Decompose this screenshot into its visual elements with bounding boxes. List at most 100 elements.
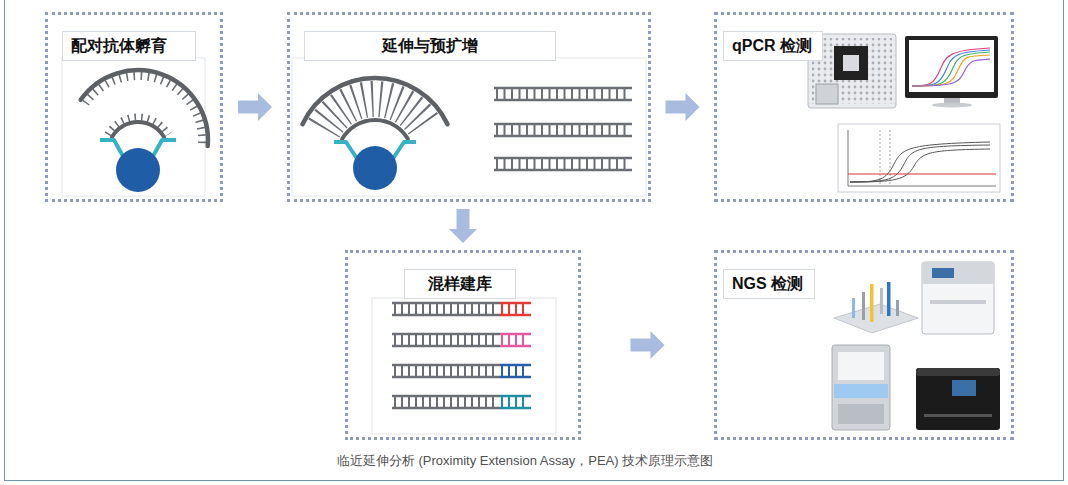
- index-barcode: [501, 396, 528, 408]
- antibody: [152, 140, 176, 158]
- oligo-strand: [81, 70, 208, 146]
- process-panel: NGS 检测: [714, 250, 1014, 440]
- dna-strand: [392, 314, 500, 317]
- process-panel: 配对抗体孵育: [45, 12, 223, 202]
- bar: [896, 300, 899, 316]
- box-heading: 配对抗体孵育: [62, 31, 196, 61]
- process-panel: 延伸与预扩增: [287, 12, 651, 202]
- dna-strand: [494, 123, 632, 126]
- index-barcode: [500, 376, 531, 379]
- dna-strand: [494, 157, 632, 160]
- sequencer-panel: [838, 352, 884, 380]
- chart-gridline: [890, 130, 891, 186]
- bar: [870, 284, 874, 322]
- sequencer-glow: [834, 384, 888, 398]
- sequencer: [832, 345, 890, 430]
- qpcr-instrument: [808, 34, 1000, 192]
- index-barcode: [500, 333, 531, 336]
- dna-strand: [392, 395, 500, 398]
- outer-frame: [5, 0, 1064, 481]
- oligo-strand: [303, 78, 448, 124]
- figure-caption: 临近延伸分析 (Proximity Extension Assay，PEA) 技…: [0, 452, 1050, 470]
- index-barcode: [500, 364, 531, 367]
- base-pairs: [394, 365, 498, 377]
- target-protein: [116, 148, 160, 192]
- inner-panel: [292, 58, 646, 196]
- base-pairs: [496, 88, 630, 100]
- flow-arrow: [238, 93, 272, 121]
- process-panel: 混样建库: [345, 250, 581, 440]
- sequencer: [922, 262, 994, 334]
- sequencer-screen: [932, 268, 954, 278]
- box-heading: 混样建库: [404, 269, 516, 299]
- indexed-libraries: [392, 303, 531, 408]
- dna-strand: [494, 87, 632, 90]
- dna-strand: [494, 169, 632, 172]
- box-heading: qPCR 检测: [723, 31, 823, 61]
- dna-strand: [392, 345, 500, 348]
- sequencer-top: [922, 262, 994, 284]
- sequencer-slot: [924, 414, 992, 417]
- box-heading: 延伸与预扩增: [304, 31, 556, 61]
- monitor-screen: [909, 40, 994, 92]
- antibody: [392, 142, 416, 160]
- dna-strand: [392, 364, 500, 367]
- box-heading: NGS 检测: [723, 269, 815, 299]
- bar-chart-base: [834, 304, 918, 333]
- chart-axis: [848, 186, 996, 187]
- instrument-window: [834, 46, 868, 80]
- amplification-curves: [912, 48, 990, 86]
- index-barcode: [500, 314, 531, 317]
- sample-plate: [816, 84, 838, 104]
- sequencer-top: [916, 368, 1000, 376]
- threshold-line: [848, 174, 996, 175]
- antibody: [100, 140, 124, 158]
- index-barcode: [500, 345, 531, 348]
- flow-arrow: [449, 209, 477, 243]
- index-barcode: [501, 365, 528, 377]
- bar: [887, 282, 891, 316]
- base-pairs: [496, 158, 630, 170]
- base-pairs: [394, 303, 498, 315]
- amplification-curves: [850, 142, 990, 182]
- index-barcode: [500, 302, 531, 305]
- monitor-stand: [932, 103, 972, 108]
- monitor: [905, 36, 998, 98]
- oligo-strand: [112, 122, 164, 137]
- probe-antibody-unbound: [81, 70, 208, 192]
- bar: [880, 288, 883, 314]
- target-protein: [353, 146, 397, 190]
- dna-strand: [392, 333, 500, 336]
- dna-strand: [392, 376, 500, 379]
- index-barcode: [501, 303, 528, 315]
- dna-strand: [494, 135, 632, 138]
- instrument-window: [843, 55, 859, 71]
- chart-axis: [848, 130, 849, 186]
- sequencer-slot: [930, 300, 986, 304]
- inner-panel: [62, 58, 205, 196]
- antibody: [334, 142, 358, 160]
- base-pairs: [394, 396, 498, 408]
- bar: [852, 298, 855, 318]
- bar: [862, 292, 865, 320]
- process-panel: qPCR 检测: [714, 12, 1014, 202]
- inner-panel: [372, 298, 556, 434]
- base-pairs: [394, 334, 498, 346]
- index-barcode: [500, 395, 531, 398]
- dna-strand: [494, 99, 632, 102]
- sequencer-screen: [952, 380, 976, 396]
- well-grid: [812, 38, 892, 104]
- sequencer-base: [838, 404, 884, 424]
- index-barcode: [500, 407, 531, 410]
- base-pairs: [324, 99, 426, 129]
- qpcr-chart: [838, 124, 1000, 192]
- dna-strand: [392, 407, 500, 410]
- base-pairs: [496, 124, 630, 136]
- dna-strand: [392, 302, 500, 305]
- chart-gridline: [880, 130, 881, 186]
- flow-arrow: [631, 331, 665, 359]
- index-barcode: [501, 334, 528, 346]
- ngs-instruments: [832, 262, 1000, 430]
